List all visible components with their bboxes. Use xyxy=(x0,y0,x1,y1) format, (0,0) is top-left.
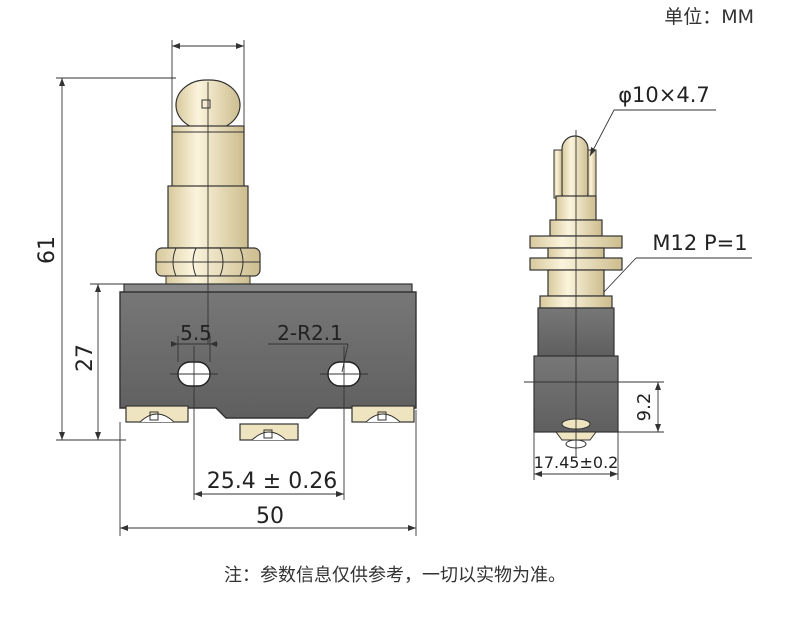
terminal-center xyxy=(239,423,299,441)
dim-roller-size: φ10×4.7 xyxy=(618,83,710,107)
front-view: 61 27 5.5 2-R2.1 25.4 ± 0.26 50 xyxy=(35,40,417,536)
front-body xyxy=(119,291,417,419)
dim-body-width: 50 xyxy=(256,504,284,529)
dim-body-height: 27 xyxy=(73,344,98,372)
dim-hole-pitch: 25.4 ± 0.26 xyxy=(207,469,337,494)
dim-hole-offset: 5.5 xyxy=(180,321,212,345)
disclaimer-note: 注：参数信息仅供参考，一切以实物为准。 xyxy=(224,565,566,586)
dim-thread: M12 P=1 xyxy=(652,231,747,255)
unit-label: 单位：MM xyxy=(664,6,754,28)
dim-side-width: 17.45±0.2 xyxy=(534,453,619,472)
dim-hole-radius: 2-R2.1 xyxy=(277,321,343,345)
terminal-left xyxy=(125,405,189,423)
terminal-right xyxy=(351,405,415,423)
dim-terminal-height: 9.2 xyxy=(634,393,655,422)
side-view: φ10×4.7 M12 P=1 9.2 17.45±0.2 xyxy=(524,83,752,480)
dim-overall-height: 61 xyxy=(35,236,60,264)
